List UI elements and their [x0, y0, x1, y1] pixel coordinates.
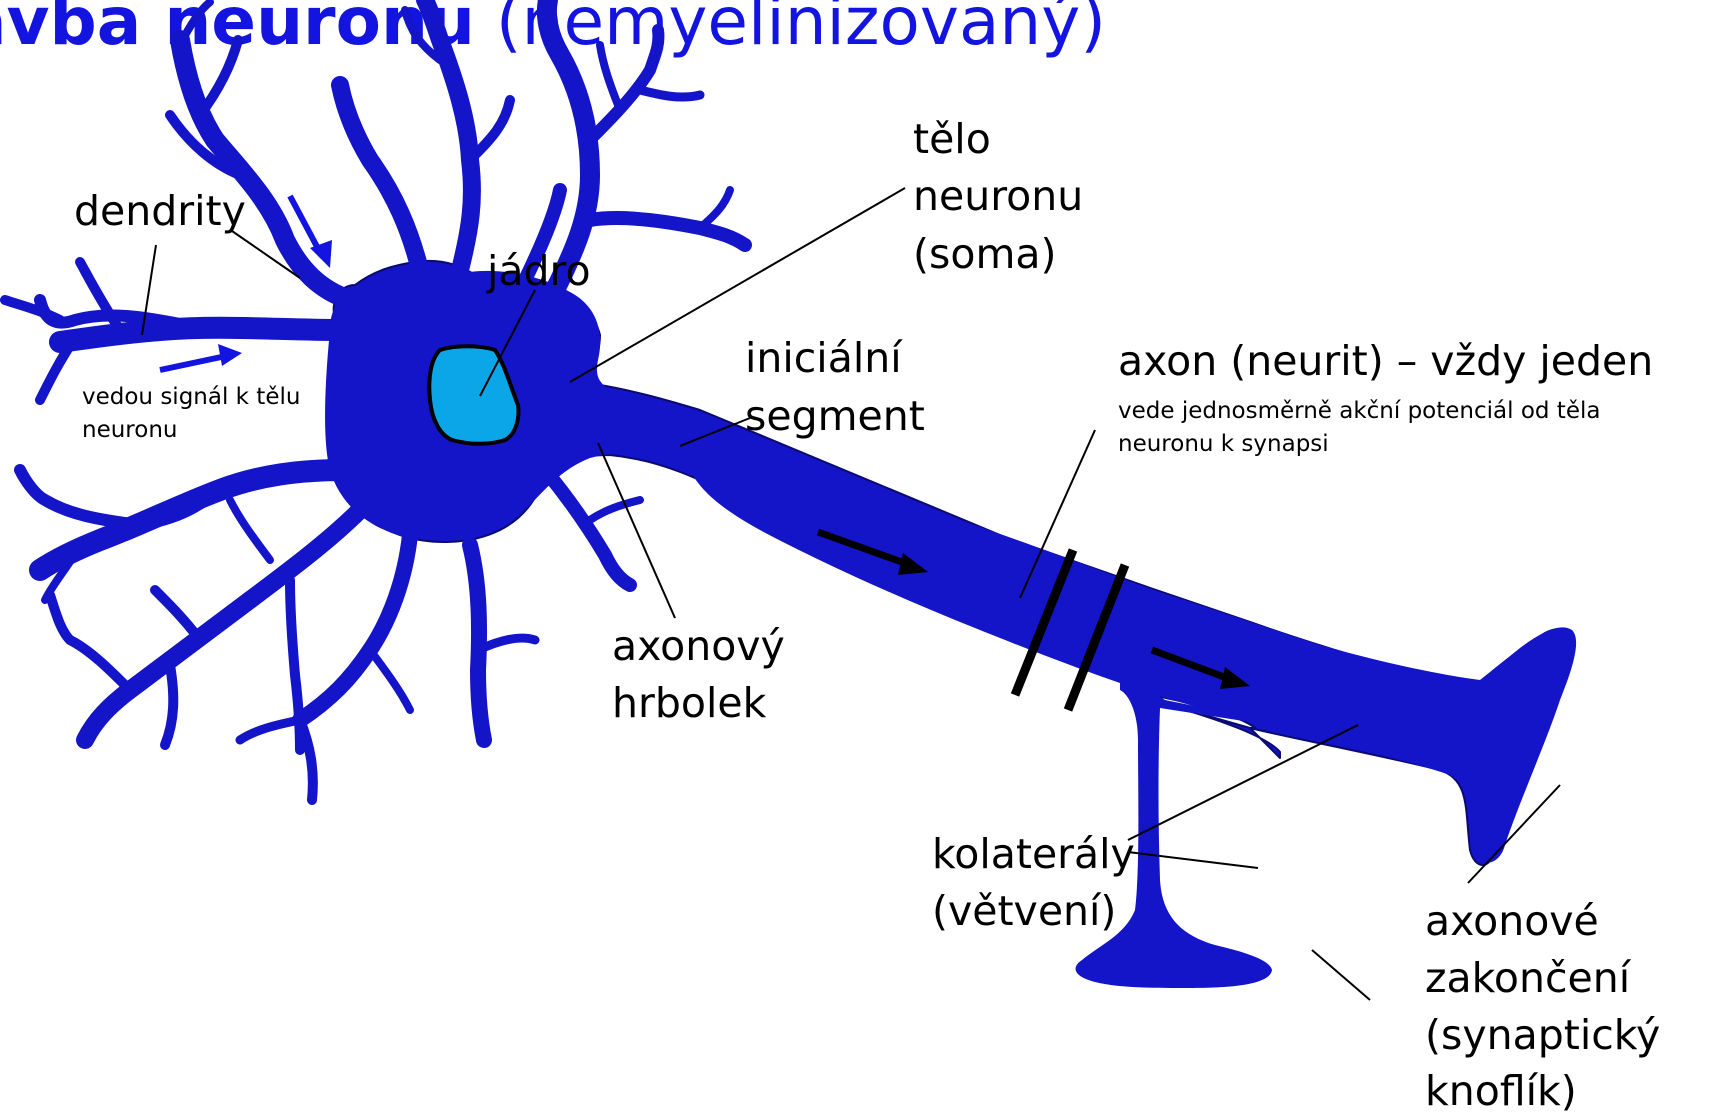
label-zakonceni-4: knoflík): [1425, 1067, 1577, 1113]
title-regular: (nemyelinizovaný): [475, 0, 1106, 60]
label-zakonceni-2: zakončení: [1425, 954, 1632, 1002]
label-hrbolek-2: hrbolek: [612, 679, 767, 727]
label-zakonceni-1: axonové: [1425, 897, 1599, 945]
label-telo-3: (soma): [913, 230, 1057, 278]
arrow-blue-right-head: [218, 344, 242, 366]
label-inicialni-2: segment: [745, 392, 925, 440]
label-dendrity-note-1: vedou signál k tělu: [82, 384, 300, 410]
label-jadro: jádro: [486, 247, 591, 295]
axon: [690, 418, 1576, 863]
label-axon-note-1: vede jednosměrně akční potenciál od těla: [1118, 398, 1600, 424]
label-axon-title: axon (neurit) – vždy jeden: [1118, 337, 1653, 385]
label-telo-1: tělo: [913, 115, 991, 163]
label-axon-note-2: neuronu k synapsi: [1118, 431, 1329, 457]
label-kolateraly-1: kolaterály: [932, 830, 1135, 878]
label-dendrity-note-2: neuronu: [82, 417, 177, 443]
label-dendrity: dendrity: [74, 187, 246, 235]
label-telo-2: neuronu: [913, 172, 1083, 220]
label-inicialni-1: iniciální: [745, 334, 903, 382]
label-zakonceni-3: (synaptický: [1425, 1011, 1660, 1059]
arrow-blue-right: [160, 356, 226, 370]
label-hrbolek-1: axonový: [612, 622, 785, 670]
label-kolateraly-2: (větvení): [932, 887, 1116, 935]
